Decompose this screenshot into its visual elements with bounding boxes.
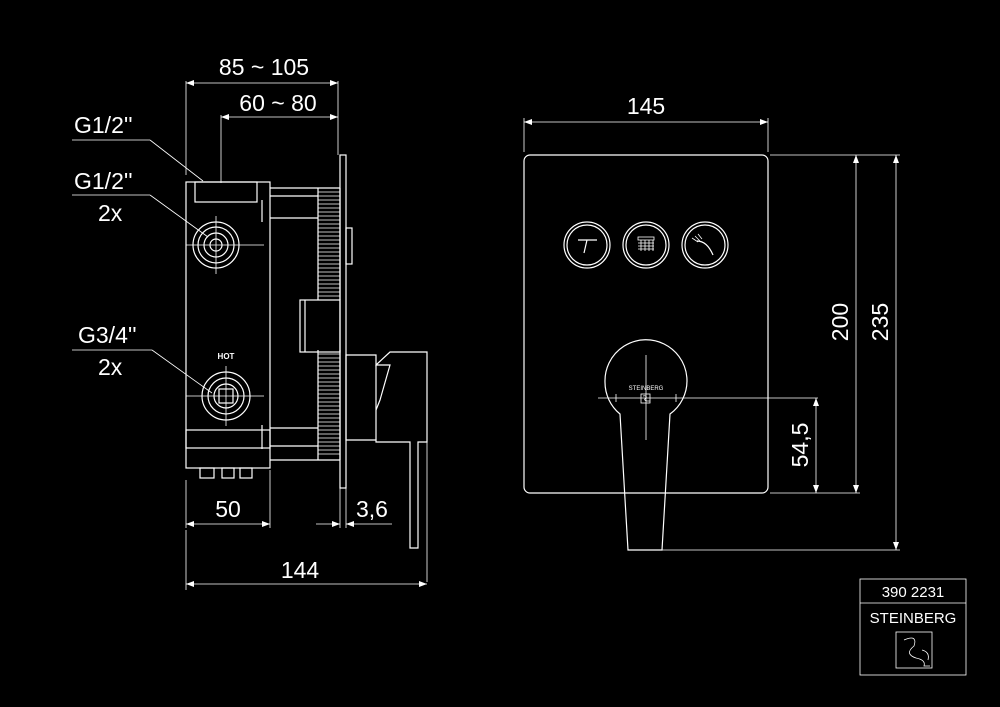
title-block: 390 2231 STEINBERG xyxy=(859,578,967,676)
dim-total-depth-label: 144 xyxy=(281,557,320,583)
title-brand: STEINBERG xyxy=(870,610,957,627)
spout-icon xyxy=(578,239,597,254)
button-spout[interactable] xyxy=(563,221,611,269)
connection-label-top: G1/2'' xyxy=(72,112,204,182)
side-view: 85 ~ 105 60 ~ 80 G1/2'' G1/2'' 2x G3/4''… xyxy=(72,54,428,590)
connection-label-bottom: G3/4'' 2x xyxy=(72,322,213,394)
svg-text:G3/4'': G3/4'' xyxy=(78,322,137,348)
dim-inner-range-label: 60 ~ 80 xyxy=(239,90,316,116)
inlet-circle-lower xyxy=(186,366,264,426)
connection-label-mid: G1/2'' 2x xyxy=(72,168,209,238)
svg-text:2x: 2x xyxy=(98,200,123,226)
dim-plate-thickness-label: 3,6 xyxy=(356,496,388,522)
threaded-sleeve-upper xyxy=(270,187,341,300)
hot-marking: HOT xyxy=(218,352,235,361)
dim-lever-axis: 54,5 xyxy=(787,398,819,493)
brand-logo-icon xyxy=(895,631,933,669)
button-shower-head[interactable] xyxy=(622,221,670,269)
handle-brand: STEINBERG xyxy=(629,386,664,392)
dim-front-width: 145 xyxy=(523,93,769,152)
hand-shower-icon xyxy=(696,240,714,256)
dim-depth-range: 85 ~ 105 xyxy=(185,54,339,175)
svg-text:G1/2'': G1/2'' xyxy=(74,168,133,194)
mixer-handle-front[interactable]: STEINBERG xyxy=(598,339,818,551)
dim-width-50: 50 xyxy=(185,470,271,528)
inlet-circle-upper xyxy=(186,216,264,274)
front-view: 145 xyxy=(523,93,900,551)
dim-inner-range: 60 ~ 80 xyxy=(220,90,338,183)
dim-front-235-label: 235 xyxy=(867,303,893,341)
dim-front-235: 235 xyxy=(662,154,900,551)
shower-head-icon xyxy=(637,236,655,251)
lever-handle-side xyxy=(345,351,428,582)
wall-plate-side xyxy=(339,154,353,528)
dim-depth-range-label: 85 ~ 105 xyxy=(219,54,309,80)
dim-front-width-label: 145 xyxy=(627,93,665,119)
svg-text:G1/2'': G1/2'' xyxy=(74,112,133,138)
dim-plate-thickness: 3,6 xyxy=(316,496,392,527)
threaded-sleeve-lower xyxy=(270,350,341,461)
dim-front-200: 200 xyxy=(770,154,860,494)
middle-cartridge xyxy=(299,299,341,353)
dim-total-depth: 144 xyxy=(185,530,427,590)
svg-text:2x: 2x xyxy=(98,354,123,380)
dim-front-200-label: 200 xyxy=(827,303,853,341)
article-number: 390 2231 xyxy=(882,584,945,601)
brand-logo-icon xyxy=(640,393,651,404)
cover-plate xyxy=(523,154,769,494)
mixer-body xyxy=(185,181,318,479)
dim-lever-axis-label: 54,5 xyxy=(787,423,813,468)
button-hand-shower[interactable] xyxy=(681,221,729,269)
dim-width-50-label: 50 xyxy=(215,496,241,522)
